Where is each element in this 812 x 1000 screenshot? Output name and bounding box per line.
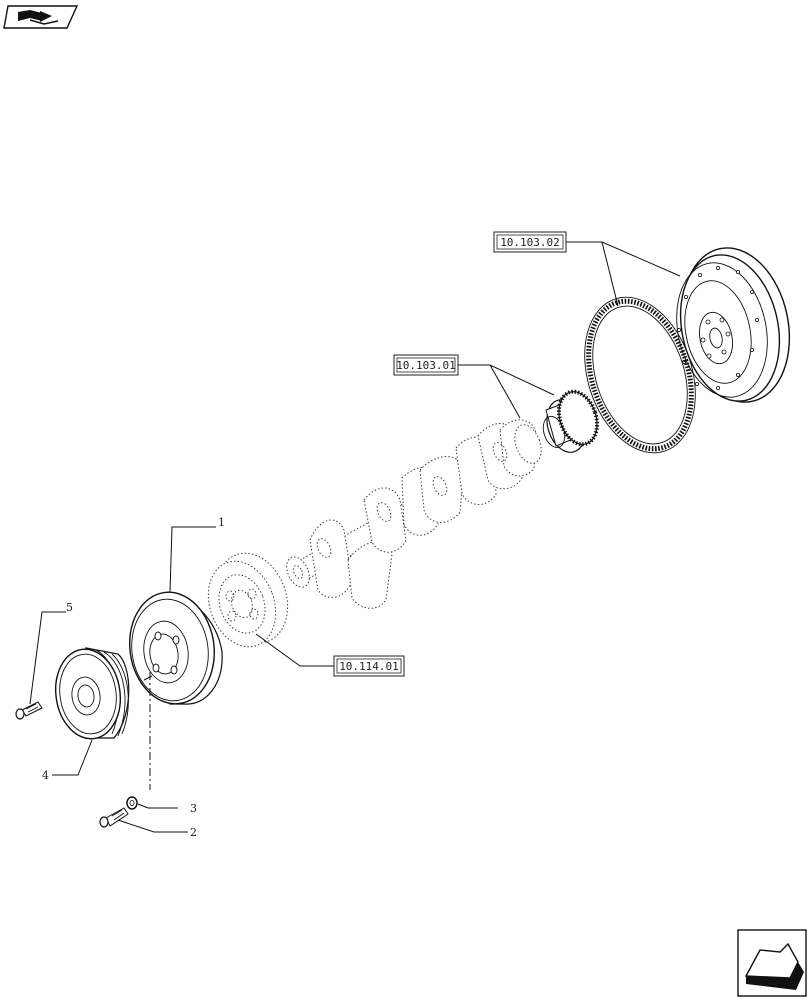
ref-label-flywheel: 10.103.02 <box>500 236 560 249</box>
callout-pulley: 1 <box>218 516 225 529</box>
ring-gear <box>584 296 696 454</box>
pulley-grooved <box>54 647 130 740</box>
callout-pulley-grooved: 4 <box>42 769 49 782</box>
ref-box-crankshaft[interactable]: 10.103.01 <box>393 354 459 376</box>
callout-bolt-long: 2 <box>190 826 197 839</box>
callout-bolt-short: 5 <box>66 601 73 614</box>
bolt-long <box>99 807 129 828</box>
ref-label-crankshaft: 10.103.01 <box>396 359 456 372</box>
crankshaft <box>286 419 542 609</box>
ref-label-damper: 10.114.01 <box>339 660 399 673</box>
bolt-short <box>15 701 43 720</box>
crankshaft-gear <box>542 389 600 453</box>
ref-box-damper[interactable]: 10.114.01 <box>333 655 405 677</box>
washer <box>126 796 138 810</box>
flywheel <box>676 247 791 403</box>
pulley <box>128 591 223 705</box>
book-arrow-icon[interactable] <box>3 5 79 29</box>
vibration-damper <box>207 552 289 648</box>
ref-box-flywheel[interactable]: 10.103.02 <box>493 231 567 253</box>
callout-washer: 3 <box>190 802 197 815</box>
next-page-arrow-icon[interactable] <box>737 929 807 997</box>
